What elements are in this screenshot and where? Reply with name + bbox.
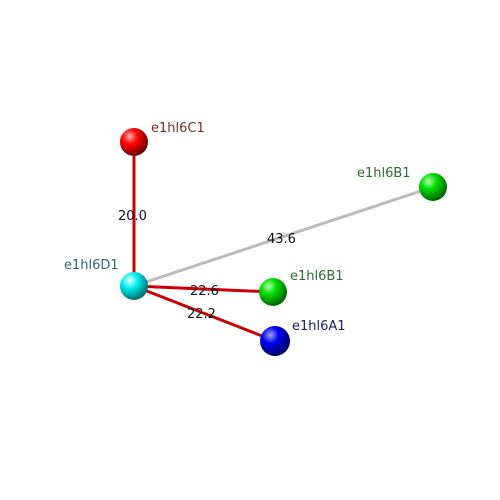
node-label-b1-far: e1hl6B1 — [357, 166, 411, 181]
node-label-b1-near: e1hl6B1 — [290, 269, 344, 284]
edge-label-d1-b1-near: 22.6 — [190, 284, 219, 299]
edge-label-d1-b1-far: 43.6 — [267, 232, 296, 247]
node-labels: e1hl6C1 e1hl6B1 e1hl6D1 e1hl6B1 e1hl6A1 — [64, 121, 411, 334]
edges — [132, 142, 434, 343]
node-c1[interactable] — [120, 128, 148, 156]
node-b1-far[interactable] — [419, 173, 447, 201]
edge-labels: 20.0 43.6 22.6 22.2 — [118, 209, 296, 322]
node-d1[interactable] — [120, 272, 148, 300]
edge-d1-b1-far — [133, 185, 434, 288]
node-label-c1: e1hl6C1 — [151, 121, 205, 136]
edge-d1-a1 — [133, 284, 276, 343]
node-label-a1: e1hl6A1 — [292, 319, 346, 334]
node-b1-near[interactable] — [259, 278, 287, 306]
nodes — [120, 128, 447, 356]
node-a1[interactable] — [260, 326, 290, 356]
edge-label-d1-a1: 22.2 — [187, 307, 216, 322]
edge-d1-b1-near — [133, 284, 274, 294]
node-label-d1: e1hl6D1 — [64, 258, 119, 273]
edge-label-d1-c1: 20.0 — [118, 209, 147, 224]
